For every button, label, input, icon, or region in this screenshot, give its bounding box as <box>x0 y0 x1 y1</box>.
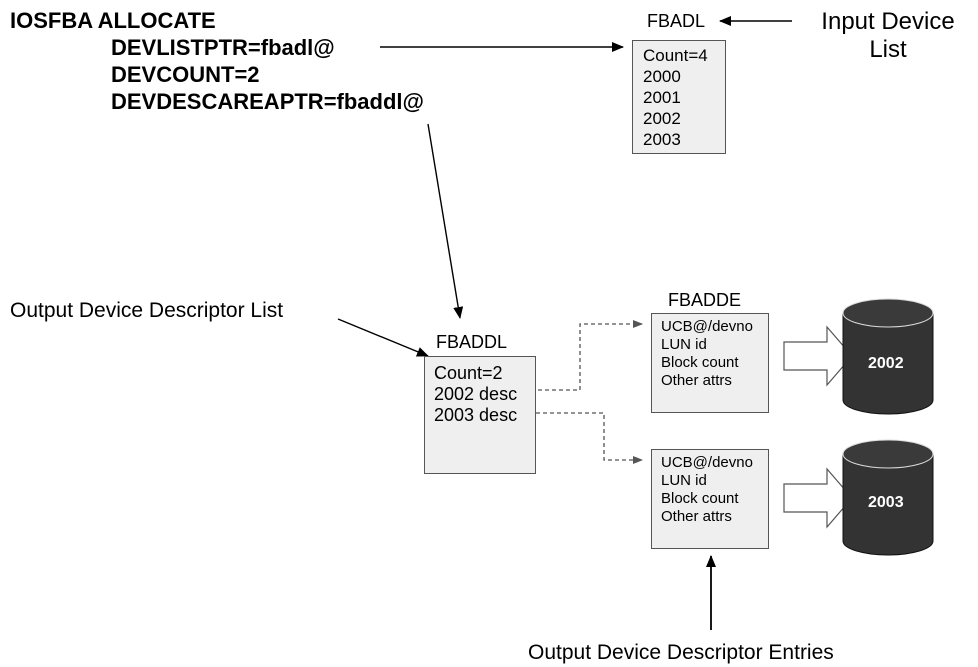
fbadl-entry: Count=4 <box>643 46 708 65</box>
disk-label: 2002 <box>868 355 904 372</box>
input-label-line1: Input Device <box>821 8 955 35</box>
disk-label: 2003 <box>868 494 904 511</box>
fbadl-title: FBADL <box>647 11 706 31</box>
fbadde-field: Block count <box>661 490 739 507</box>
fbaddl-box: Count=2 2002 desc 2003 desc <box>424 356 536 474</box>
fbadde-field: UCB@/devno <box>661 454 753 471</box>
fbadde-field: LUN id <box>661 336 707 353</box>
fbadde-field: Block count <box>661 354 739 371</box>
devdescareaptr-arrow <box>427 123 464 319</box>
fbadl-box: Count=4 2000 2001 2002 2003 <box>632 40 726 154</box>
disk-2003-icon: 2003 <box>842 439 934 556</box>
fbaddl-entry: 2003 desc <box>434 405 518 425</box>
fbaddl-title: FBADDL <box>436 332 508 352</box>
macro-name: IOSFBA ALLOCATE <box>10 8 216 33</box>
fbadl-entry: 2001 <box>643 88 681 107</box>
fbaddl-entry: Count=2 <box>434 363 503 383</box>
fbadde-title: FBADDE <box>668 290 742 310</box>
fbadde-box-2003: UCB@/devno LUN id Block count Other attr… <box>651 449 769 549</box>
block-arrow-2002 <box>783 325 853 387</box>
fbadde-field: LUN id <box>661 472 707 489</box>
disk-2002-icon: 2002 <box>842 298 934 415</box>
output-device-descriptor-entries-label: Output Device Descriptor Entries <box>528 641 834 664</box>
fbadde-field: Other attrs <box>661 372 732 389</box>
fbadde-field: Other attrs <box>661 508 732 525</box>
macro-param-devlistptr: DEVLISTPTR=fbadl@ <box>111 35 335 60</box>
macro-param-devdescareaptr: DEVDESCAREAPTR=fbaddl@ <box>111 89 424 114</box>
fbadl-entry: 2002 <box>643 109 681 128</box>
fbaddl-entry: 2002 desc <box>434 384 518 404</box>
desc-2002-connector <box>510 320 643 391</box>
fbadl-entry: 2000 <box>643 67 681 86</box>
macro-param-devcount: DEVCOUNT=2 <box>111 62 260 87</box>
fbadde-field: UCB@/devno <box>661 318 753 335</box>
output-list-label-arrow <box>337 318 429 357</box>
input-device-list-label: Input Device List <box>798 8 978 64</box>
fbadde-box-2002: UCB@/devno LUN id Block count Other attr… <box>651 313 769 413</box>
desc-2003-connector <box>536 412 643 464</box>
fbadl-entry: 2003 <box>643 130 681 149</box>
block-arrow-2003 <box>783 467 853 529</box>
input-label-line2: List <box>869 36 907 63</box>
output-device-descriptor-list-label: Output Device Descriptor List <box>10 299 284 322</box>
